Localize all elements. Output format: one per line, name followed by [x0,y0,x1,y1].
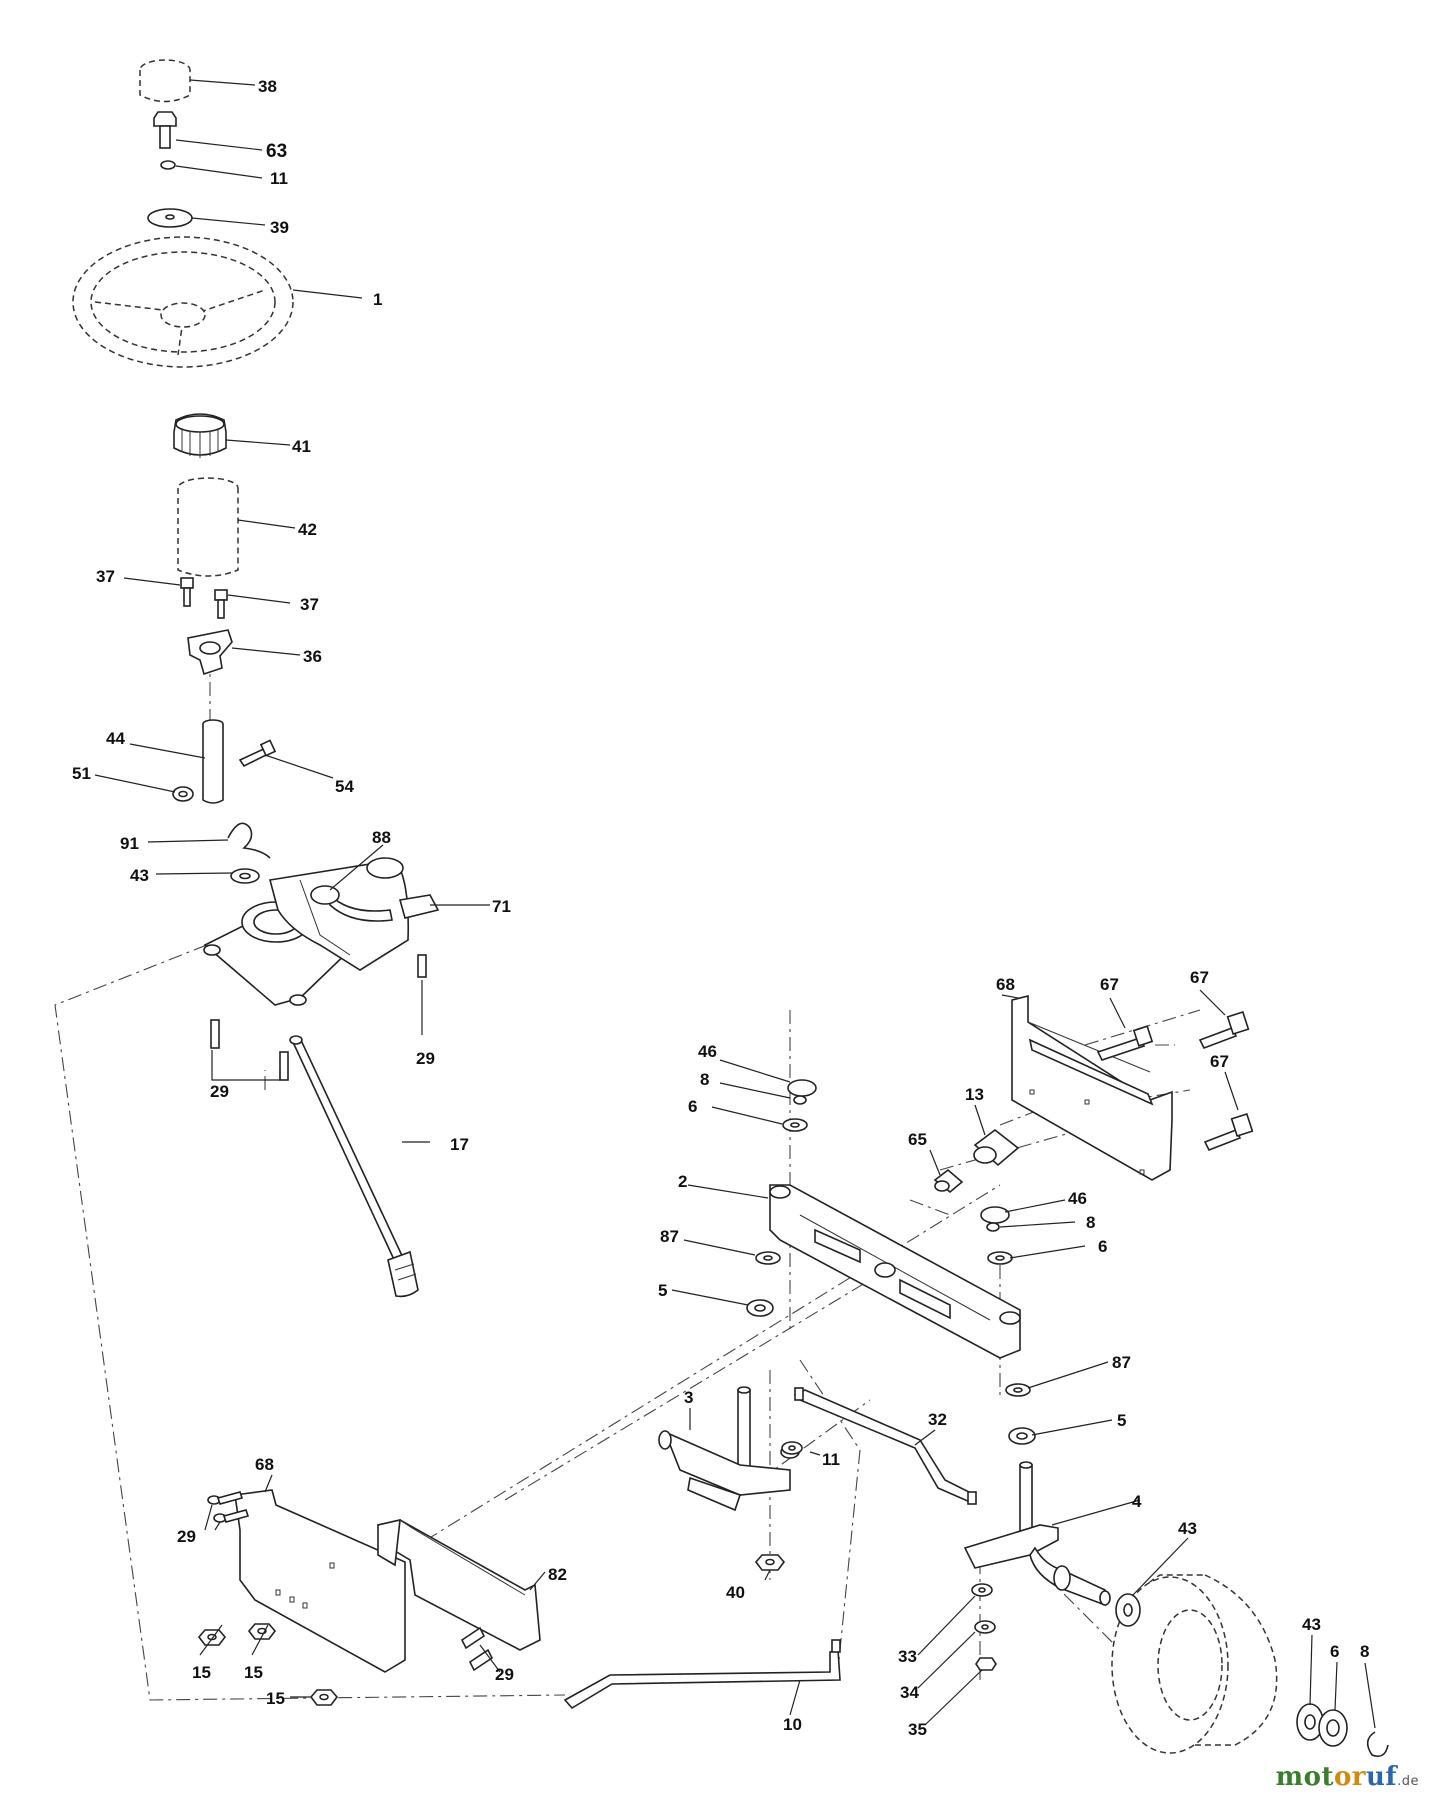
label-part-67-c: 67 [1210,1052,1229,1071]
label-part-34: 34 [900,1683,919,1702]
label-part-2: 2 [678,1172,687,1191]
label-part-67-a: 67 [1100,975,1119,994]
label-part-15-b: 15 [244,1663,263,1682]
lower-clip [781,1441,803,1455]
label-part-65: 65 [908,1130,927,1149]
label-part-11: 11 [270,169,288,188]
label-part-29-lower-left: 29 [177,1527,196,1546]
label-part-35: 35 [908,1720,927,1739]
label-part-87-right: 87 [1112,1353,1131,1372]
label-part-1: 1 [373,290,382,309]
label-part-6-left: 6 [688,1097,697,1116]
front-wheel [1111,1574,1389,1758]
label-part-39: 39 [270,218,289,237]
leader-lines [94,79,1376,1729]
label-part-15-c: 15 [266,1689,285,1708]
label-part-37-left: 37 [96,567,115,586]
tie-rod [793,1387,977,1505]
part-labels: 38 63 11 39 1 41 42 37 37 36 44 54 51 91… [72,77,1369,1739]
watermark-part-3: uf [1366,1762,1398,1792]
label-part-8-wheel: 8 [1360,1642,1369,1661]
label-part-10: 10 [783,1715,802,1734]
label-part-43-upper: 43 [130,866,149,885]
label-part-42: 42 [298,520,317,539]
label-part-13: 13 [965,1085,984,1104]
label-part-68-lower: 68 [255,1455,274,1474]
label-part-29-lower-right: 29 [495,1665,514,1684]
label-part-82: 82 [548,1565,567,1584]
label-part-43-wheel: 43 [1178,1519,1197,1538]
label-part-43-outer: 43 [1302,1615,1321,1634]
label-part-8-left: 8 [700,1070,709,1089]
front-axle-beam [769,1184,1021,1359]
spindle-hardware [754,1554,997,1671]
label-part-41: 41 [292,437,311,456]
label-part-3: 3 [684,1388,693,1407]
watermark-part-2: or [1333,1762,1367,1792]
label-part-6-wheel: 6 [1330,1642,1339,1661]
steering-gear-box [203,857,440,1081]
label-part-87-left: 87 [660,1227,679,1246]
label-part-33: 33 [898,1647,917,1666]
label-part-29-right: 29 [416,1049,435,1068]
watermark-tld: .de [1397,1774,1419,1789]
label-part-40: 40 [726,1583,745,1602]
label-part-71: 71 [492,897,511,916]
label-part-29-left: 29 [210,1082,229,1101]
label-part-4: 4 [1132,1492,1142,1511]
lower-bracket [207,1489,541,1673]
right-spindle [963,1461,1111,1607]
left-spindle [658,1386,800,1512]
label-part-46-right: 46 [1068,1189,1087,1208]
label-part-63: 63 [266,141,287,162]
label-part-46-left: 46 [698,1042,717,1061]
axle-mount-bracket [933,994,1254,1194]
label-part-5-right: 5 [1117,1411,1126,1430]
label-part-37-right: 37 [300,595,319,614]
steering-shaft [289,1035,419,1298]
assembly-guide-lines [54,655,1201,1731]
label-part-54: 54 [335,777,354,796]
watermark-part-1: mot [1275,1762,1334,1792]
axle-washers [746,1079,1036,1445]
label-part-67-b: 67 [1190,968,1209,987]
label-part-36: 36 [303,647,322,666]
drag-link [563,1639,841,1710]
label-part-32: 32 [928,1410,947,1429]
label-part-38: 38 [258,77,277,96]
label-part-15-a: 15 [192,1663,211,1682]
steering-column-parts [72,59,294,884]
label-part-51: 51 [72,764,91,783]
label-part-11-lower: 11 [822,1450,840,1469]
label-part-6-right: 6 [1098,1237,1107,1256]
label-part-17: 17 [450,1135,469,1154]
label-part-5-left: 5 [658,1281,667,1300]
label-part-8-right: 8 [1086,1213,1095,1232]
label-part-88: 88 [372,828,391,847]
label-part-68-upper: 68 [996,975,1015,994]
label-part-44: 44 [106,729,125,748]
watermark-logo: motoruf.de [1276,1762,1419,1792]
label-part-91: 91 [120,834,139,853]
